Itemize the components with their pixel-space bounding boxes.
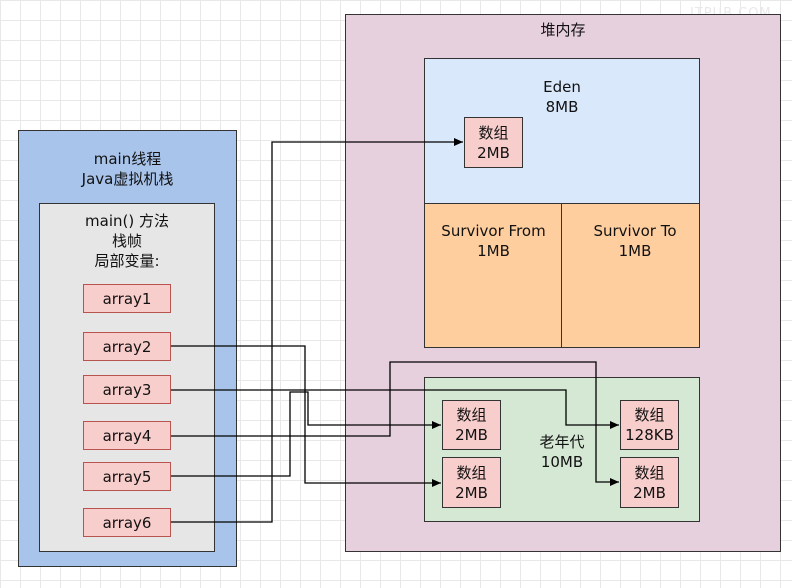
- arrow-array4-to-old-object-4: [171, 361, 619, 486]
- eden-region: [424, 58, 700, 204]
- var-array3: array3: [83, 375, 171, 404]
- var-array2: array2: [83, 332, 171, 361]
- object-name: 数组: [456, 463, 487, 482]
- object-name: 数组: [478, 123, 509, 142]
- eden-title: Eden: [543, 78, 581, 96]
- survivor-from-title: Survivor From: [441, 222, 546, 240]
- object-size: 2MB: [633, 483, 666, 502]
- arrow-array3-to-old-object-3: [171, 389, 619, 429]
- arrow-array6-to-eden-object: [171, 138, 463, 523]
- object-size: 2MB: [455, 426, 488, 444]
- var-array6: array6: [83, 508, 171, 537]
- survivor-to-size: 1MB: [618, 242, 652, 260]
- frame-locals-label: 局部变量:: [94, 252, 160, 270]
- old-generation-size: 10MB: [540, 453, 584, 471]
- frame-title: main() 方法: [85, 212, 169, 230]
- object-name: 数组: [634, 406, 665, 424]
- old-generation-title: 老年代: [539, 433, 585, 451]
- old-array-object-3: 数组 128KB: [620, 400, 679, 450]
- object-size: 128KB: [625, 426, 674, 444]
- arrow-array2-to-old-object-2: [171, 345, 441, 487]
- survivor-to-region: [561, 203, 700, 348]
- survivor-from-size: 1MB: [477, 242, 510, 260]
- arrow-array5-to-old-object-1: [171, 391, 441, 477]
- object-name: 数组: [456, 406, 487, 424]
- stack-title: main线程: [93, 150, 162, 168]
- object-size: 2MB: [455, 483, 488, 502]
- frame-subtitle: 栈帧: [111, 232, 142, 250]
- object-name: 数组: [634, 463, 665, 482]
- var-array5: array5: [83, 462, 171, 491]
- eden-size: 8MB: [545, 98, 579, 116]
- old-array-object-1: 数组 2MB: [442, 400, 501, 450]
- survivor-to-title: Survivor To: [593, 222, 677, 240]
- object-size: 2MB: [477, 143, 510, 162]
- heap-title: 堆内存: [540, 21, 586, 39]
- var-array4: array4: [83, 421, 171, 450]
- stack-subtitle: Java虚拟机栈: [81, 170, 174, 188]
- var-array1: array1: [83, 284, 171, 313]
- survivor-from-region: [424, 203, 563, 348]
